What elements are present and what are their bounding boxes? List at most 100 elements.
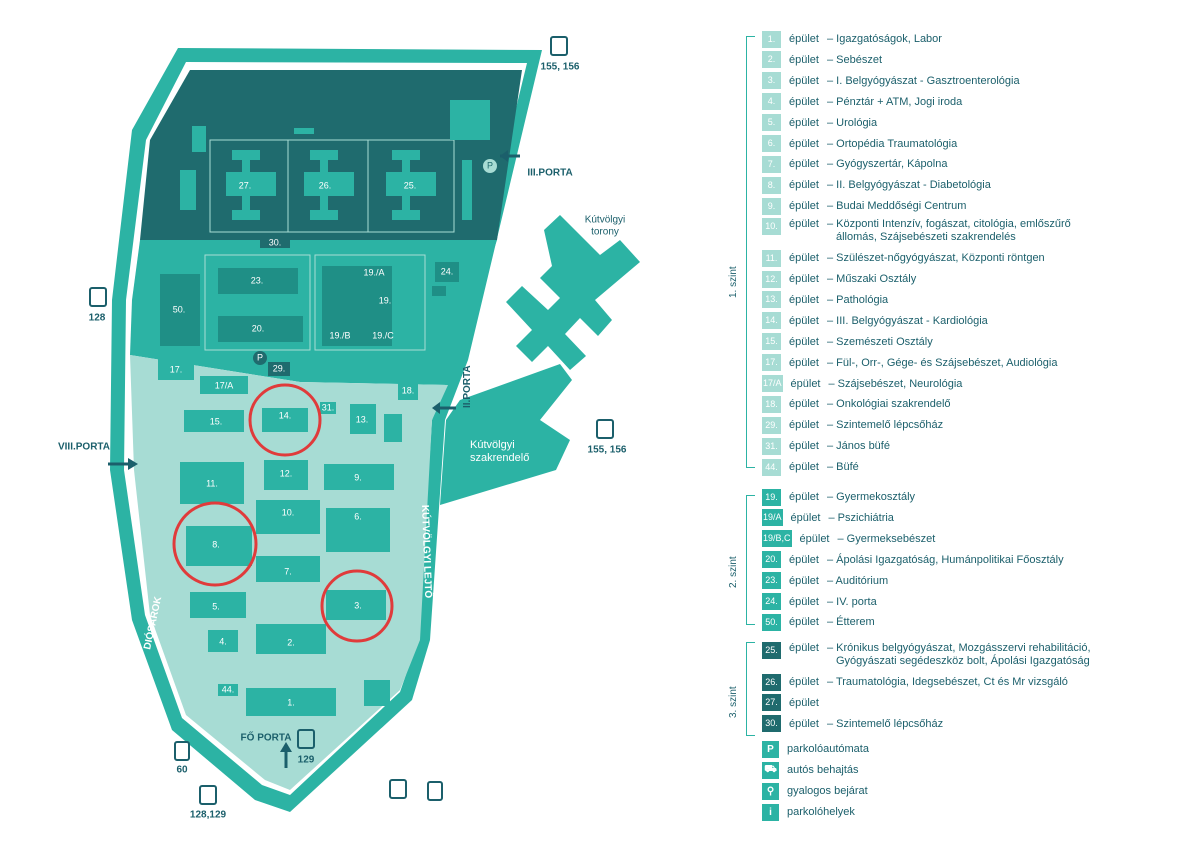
building-description: – Auditórium xyxy=(826,574,889,587)
building-11-label: 11. xyxy=(206,478,218,488)
epulet-word: épület xyxy=(789,356,819,369)
building-14-label: 14. xyxy=(279,410,292,420)
symbol-description: parkolóautómata xyxy=(787,743,869,755)
building-number-badge: 23. xyxy=(762,572,781,590)
building-number-badge: 19/A xyxy=(762,509,783,527)
building-number-badge: 8. xyxy=(762,176,781,194)
building-description: – Pszichiátria xyxy=(828,511,894,524)
building-20-label: 20. xyxy=(252,323,265,333)
legend-row: 15.épület– Szemészeti Osztály xyxy=(762,333,933,351)
building-3-label: 3. xyxy=(354,600,362,610)
legend-row: 4.épület– Pénztár + ATM, Jogi iroda xyxy=(762,93,962,111)
building-44-label: 44. xyxy=(222,684,235,694)
building-number-badge: 6. xyxy=(762,135,781,152)
building-description: – Szintemelő lépcsőház xyxy=(826,419,944,432)
building-description: – Pénztár + ATM, Jogi iroda xyxy=(826,95,963,108)
epulet-word: épület xyxy=(789,595,819,608)
epulet-word: épület xyxy=(789,218,819,231)
building-10-label: 10. xyxy=(282,507,295,517)
epulet-word: épület xyxy=(789,179,819,192)
bus-gate-label: 129 xyxy=(298,755,315,766)
building-description: – Szájsebészet, Neurológia xyxy=(828,377,963,390)
bus-left-label: 128 xyxy=(89,313,106,324)
building-number-badge: 3. xyxy=(762,72,781,90)
legend-row: 30.épület– Szintemelő lépcsőház xyxy=(762,715,943,733)
building-description: – Pathológia xyxy=(826,293,889,306)
epulet-word: épület xyxy=(789,461,819,474)
building-description: – Gyermekosztály xyxy=(826,491,916,503)
building-description: – Fül-, Orr-, Gége- és Szájsebészet, Aud… xyxy=(826,356,1058,369)
legend-row: 14.épület– III. Belgyógyászat - Kardioló… xyxy=(762,312,988,330)
bus-bottom-label: 128,129 xyxy=(190,810,227,821)
legend-row: 26.épület– Traumatológia, Idegsebészet, … xyxy=(762,673,1068,691)
level-2-label: 2. szint xyxy=(728,556,739,588)
epulet-word: épület xyxy=(789,314,819,327)
building-description: – Ápolási Igazgatóság, Humánpolitikai Fő… xyxy=(826,553,1064,566)
legend-row: 6. épület – Ortopédia Traumatológia xyxy=(762,135,957,153)
building-19b-label: 19./B xyxy=(329,330,350,340)
legend-row: 18.épület– Onkológiai szakrendelő xyxy=(762,395,951,413)
building-description: – Gyermeksebészet xyxy=(837,532,936,545)
building-number-badge: 2. xyxy=(762,51,781,69)
epulet-word: épület xyxy=(789,398,819,411)
legend-row: 31. épület – János büfé xyxy=(762,437,890,455)
building-description: – Központi Intenzív, fogászat, citológia… xyxy=(826,218,1071,244)
building-description: – János büfé xyxy=(826,440,890,453)
building-description: – III. Belgyógyászat - Kardiológia xyxy=(826,314,988,327)
parking-icon: P xyxy=(487,160,493,170)
epulet-word: épület xyxy=(789,491,819,503)
building-30-label: 30. xyxy=(269,237,282,247)
building-18-label: 18. xyxy=(402,385,415,395)
building-description: – Műszaki Osztály xyxy=(826,273,917,285)
building-number-badge: 19. xyxy=(762,488,781,506)
symbol-description: gyalogos bejárat xyxy=(787,785,868,797)
building-description: – Büfé xyxy=(826,461,859,474)
campus-map: 27. 26. 25. 30. 50. 23. 20. 19./A 19. 19… xyxy=(58,36,640,821)
building-description: – Ortopédia Traumatológia xyxy=(826,137,958,150)
legend-symbol-row: ⛟autós behajtás xyxy=(762,761,859,779)
legend-row: 1.épület– Igazgatóságok, Labor xyxy=(762,30,942,48)
building-number-badge: 19/B,C xyxy=(762,530,792,548)
epulet-word: épület xyxy=(799,532,830,545)
building-2-label: 2. xyxy=(287,637,295,647)
legend-row: 9.épület– Budai Meddőségi Centrum xyxy=(762,197,966,215)
legend-row: 23.épület– Auditórium xyxy=(762,572,888,590)
building-9-label: 9. xyxy=(354,472,362,482)
legend-row: 19/B,C épület – Gyermeksebészet xyxy=(762,530,935,548)
epulet-word: épület xyxy=(789,273,819,285)
legend-row: 24.épület– IV. porta xyxy=(762,593,877,611)
building-number-badge: 31. xyxy=(762,437,781,455)
level-3-label: 3. szint xyxy=(728,686,739,718)
epulet-word: épület xyxy=(789,440,819,453)
building-23-label: 23. xyxy=(251,275,264,285)
gate-viii: VIII.PORTA xyxy=(58,442,110,453)
parking-icon: P xyxy=(257,352,263,362)
epulet-word: épület xyxy=(789,116,819,129)
kutvolgyi-tower-shape xyxy=(506,215,640,370)
building-number-badge: 1. xyxy=(762,30,781,48)
building-50-label: 50. xyxy=(173,304,186,314)
epulet-word: épület xyxy=(789,158,819,171)
building-number-badge: 30. xyxy=(762,715,781,733)
building-17-label: 17. xyxy=(170,364,183,374)
building-8-label: 8. xyxy=(212,539,220,549)
building-number-badge: 27. xyxy=(762,694,781,712)
legend-row: 7.épület– Gyógyszertár, Kápolna xyxy=(762,155,947,173)
building-number-badge: 17/A xyxy=(762,375,783,392)
building-number-badge: 20. xyxy=(762,551,781,569)
epulet-word: épület xyxy=(789,53,819,66)
building-number-badge: 29. xyxy=(762,416,781,434)
epulet-word: épület xyxy=(789,200,819,213)
epulet-word: épület xyxy=(789,252,819,265)
epulet-word: épület xyxy=(789,293,819,306)
building-description: – Szülészet-nőgyógyászat, Központi röntg… xyxy=(826,252,1045,265)
epulet-word: épület xyxy=(789,95,819,108)
epulet-word: épület xyxy=(789,137,819,150)
building-number-badge: 5. xyxy=(762,114,781,132)
tram-label: 60 xyxy=(176,765,188,776)
legend-row: 10.épület– Központi Intenzív, fogászat, … xyxy=(762,218,1071,246)
building-description: – Szintemelő lépcsőház xyxy=(826,717,944,730)
building-17a-label: 17/A xyxy=(215,380,234,390)
